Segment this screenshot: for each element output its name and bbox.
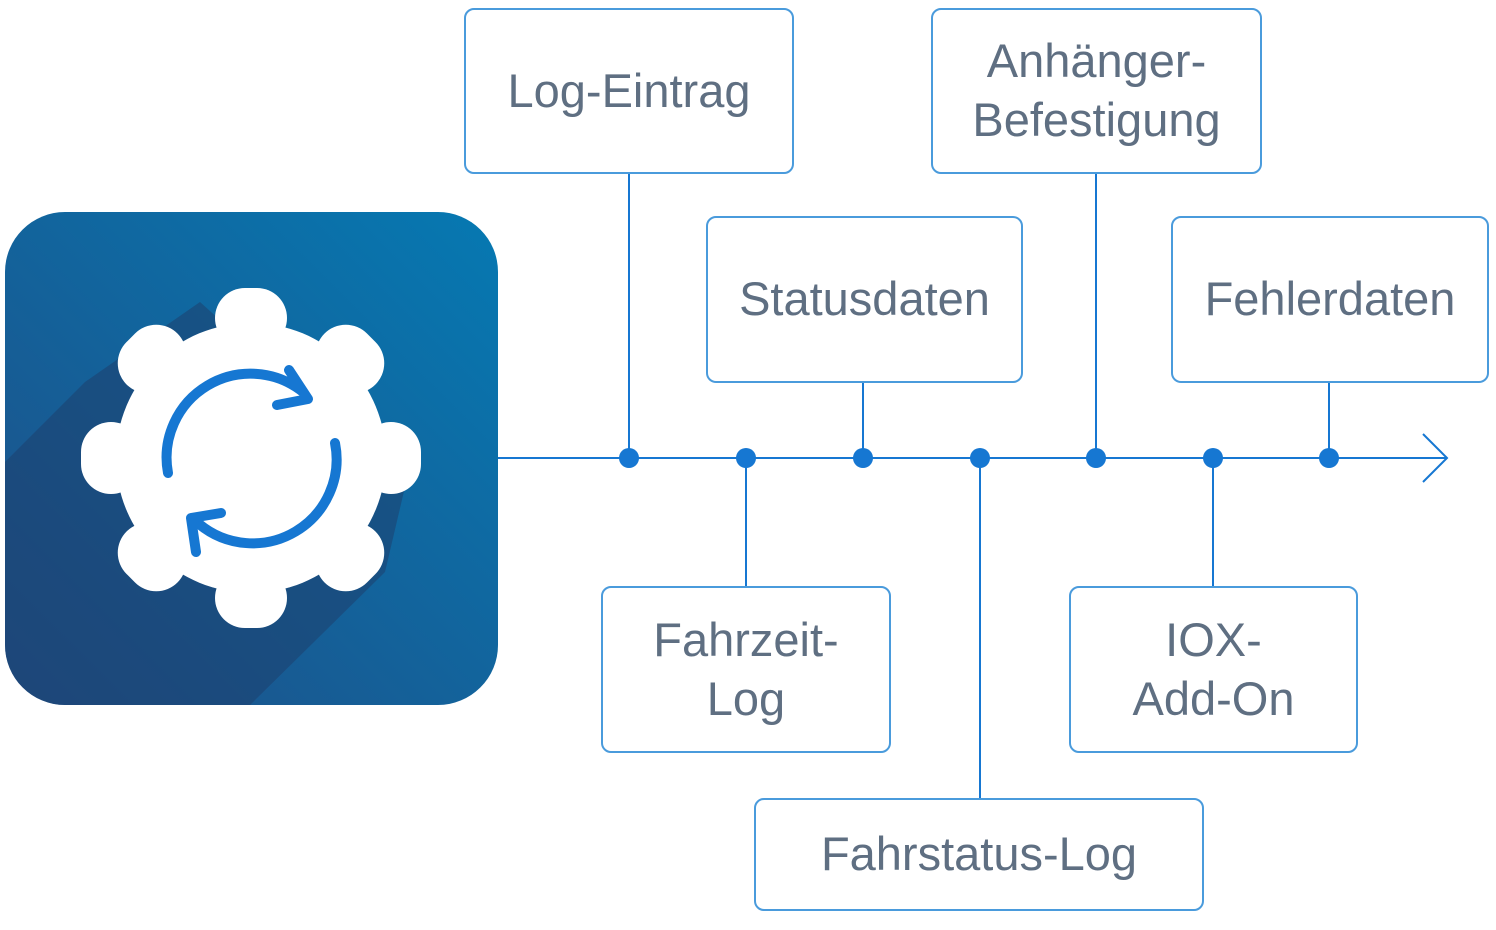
box-fahrstatus-log: Fahrstatus-Log [754, 798, 1204, 911]
sync-arrows-icon [161, 365, 342, 557]
timeline-dot-log-eintrag [619, 448, 639, 468]
box-fahrzeit-log: Fahrzeit- Log [601, 586, 891, 753]
box-anhaenger-befestigung: Anhänger- Befestigung [931, 8, 1262, 174]
box-fehlerdaten: Fehlerdaten [1171, 216, 1489, 383]
gear-sync-icon [5, 212, 498, 705]
timeline-dot-fahrzeit-log [736, 448, 756, 468]
timeline-arrowhead [1422, 433, 1449, 483]
timeline-dot-fahrstatus-log [970, 448, 990, 468]
timeline-dot-iox-add-on [1203, 448, 1223, 468]
box-log-eintrag: Log-Eintrag [464, 8, 794, 174]
box-statusdaten: Statusdaten [706, 216, 1023, 383]
timeline-dot-anhaenger-befestigung [1086, 448, 1106, 468]
gear-shape [81, 288, 421, 628]
timeline-dot-statusdaten [853, 448, 873, 468]
timeline-dot-fehlerdaten [1319, 448, 1339, 468]
box-iox-add-on: IOX- Add-On [1069, 586, 1358, 753]
